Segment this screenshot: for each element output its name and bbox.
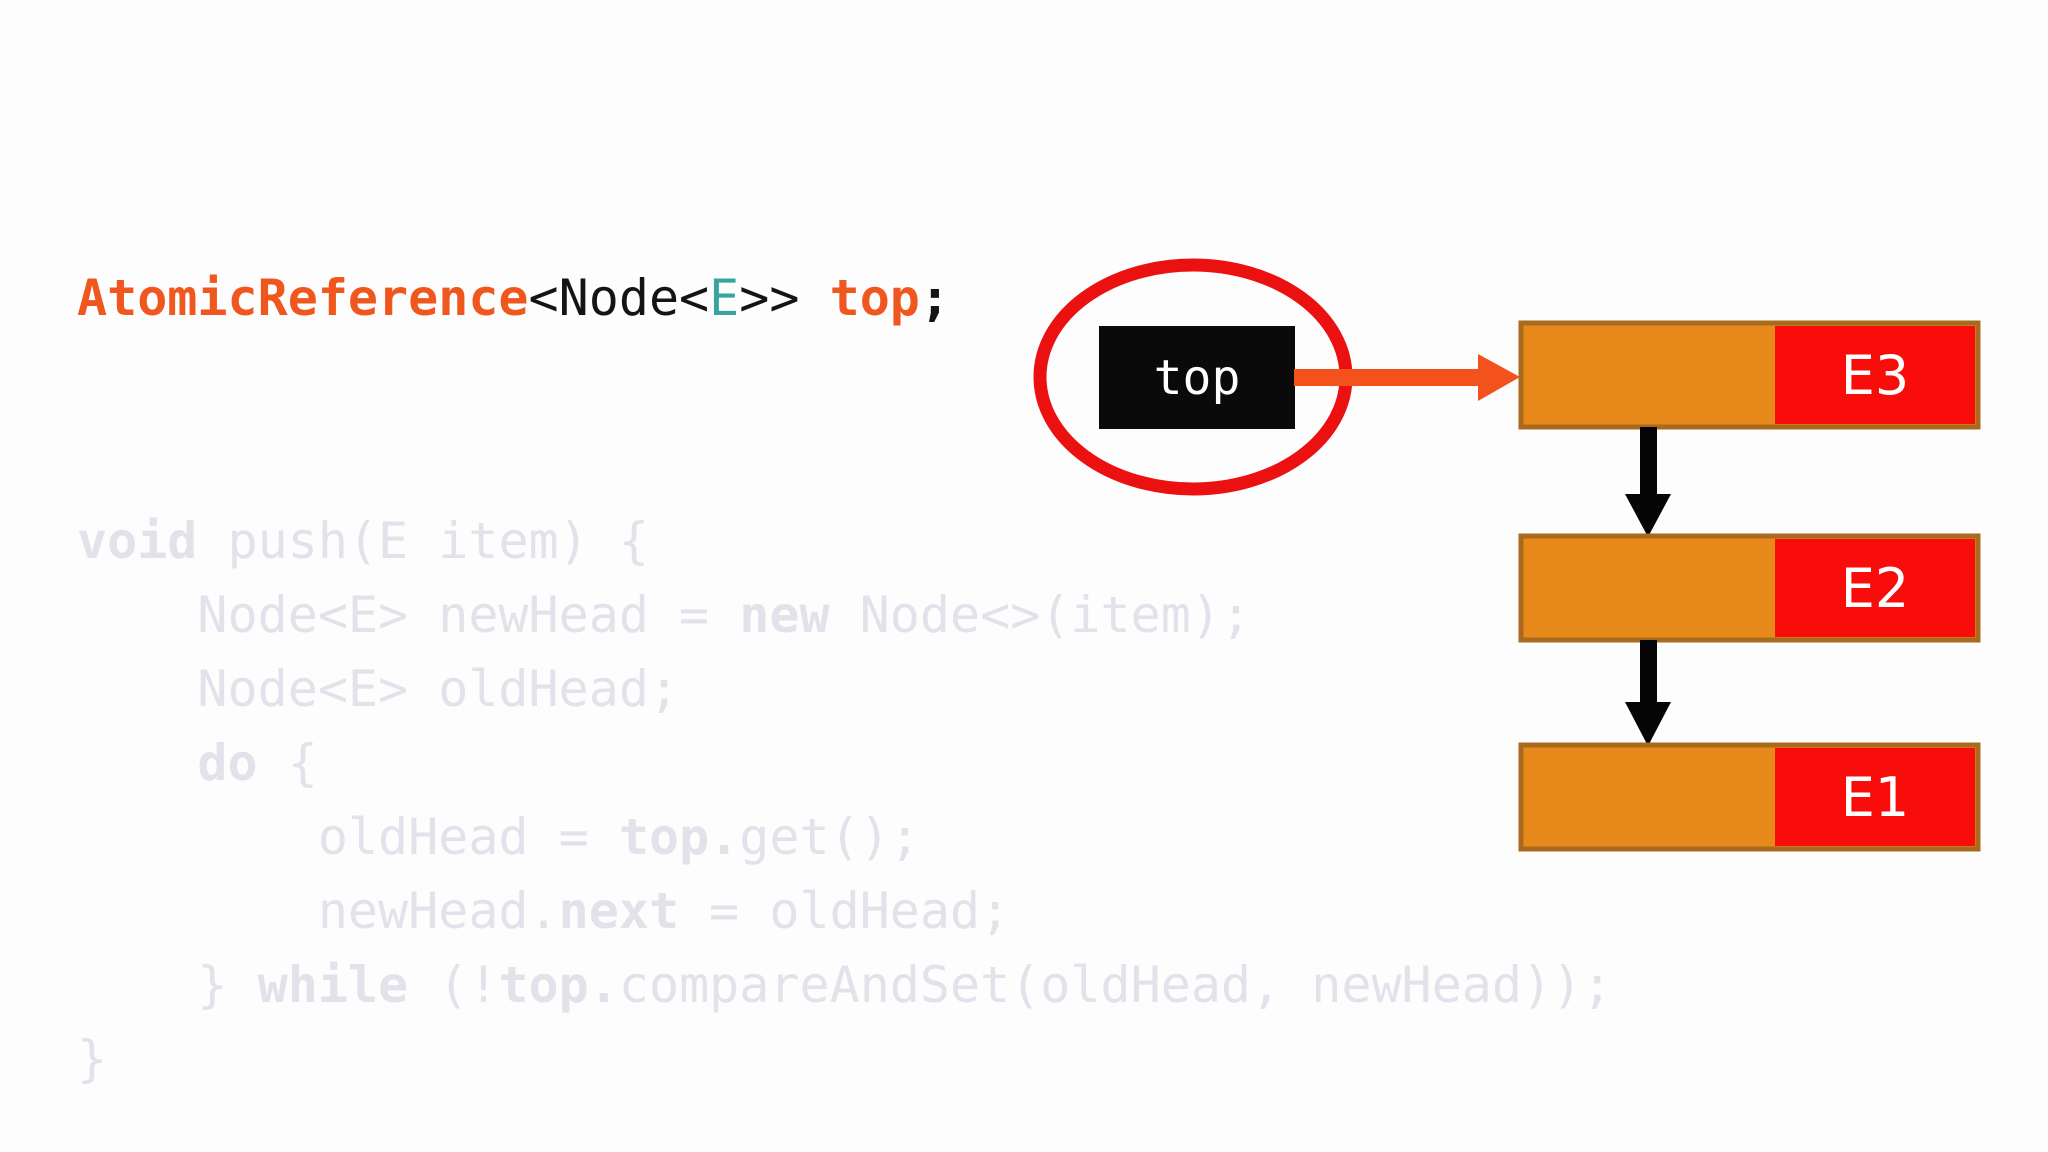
code-segment: new bbox=[739, 586, 830, 644]
next-arrow-e3-e2-head bbox=[1625, 494, 1671, 537]
title-segment: <Node< bbox=[528, 269, 710, 327]
pointer-arrow-head bbox=[1478, 354, 1520, 401]
node-e1-value-cell bbox=[1775, 748, 1975, 846]
code-segment: = oldHead; bbox=[679, 882, 1011, 940]
top-pointer-label: top bbox=[1153, 349, 1241, 406]
code-segment: while bbox=[257, 956, 409, 1014]
node-e3-label: E3 bbox=[1840, 343, 1910, 407]
node-e2-label: E2 bbox=[1840, 556, 1910, 620]
title-segment: top bbox=[829, 269, 920, 327]
code-segment: void bbox=[77, 512, 198, 570]
code-segment: } bbox=[77, 1030, 108, 1088]
next-arrow-e2-e1-head bbox=[1625, 702, 1671, 746]
pointer-arrow-shaft bbox=[1294, 369, 1478, 386]
title-segment: ; bbox=[919, 269, 951, 327]
code-segment: Node<E> oldHead; bbox=[77, 660, 680, 718]
code-segment: Node<>(item); bbox=[829, 586, 1252, 644]
atomic-reference-declaration: AtomicReference<Node<E>> top; bbox=[77, 270, 950, 326]
code-segment: { bbox=[257, 734, 318, 792]
node-e1-label: E1 bbox=[1840, 765, 1910, 829]
title-segment: >> bbox=[739, 269, 830, 327]
code-segment: (! bbox=[408, 956, 499, 1014]
code-segment: next bbox=[558, 882, 680, 940]
code-segment: } bbox=[77, 956, 258, 1014]
code-segment: Node<E> newHead = bbox=[77, 586, 740, 644]
title-segment: AtomicReference bbox=[77, 269, 529, 327]
code-segment: compareAndSet(oldHead, newHead)); bbox=[618, 956, 1613, 1014]
next-arrow-e3-e2-shaft bbox=[1640, 427, 1657, 496]
title-segment: E bbox=[709, 269, 740, 327]
code-segment: get(); bbox=[739, 808, 920, 866]
code-segment: newHead. bbox=[77, 882, 559, 940]
code-segment: top. bbox=[498, 956, 619, 1014]
code-segment: push(E item) { bbox=[197, 512, 649, 570]
code-segment: oldHead = bbox=[77, 808, 619, 866]
node-e3-value-cell bbox=[1775, 326, 1975, 424]
code-segment: top. bbox=[618, 808, 740, 866]
push-method-code: void push(E item) { Node<E> newHead = ne… bbox=[77, 504, 1612, 1096]
code-segment: do bbox=[197, 734, 258, 792]
top-pointer-box bbox=[1099, 326, 1295, 429]
node-e2-value-cell bbox=[1775, 539, 1975, 637]
next-arrow-e2-e1-shaft bbox=[1640, 640, 1657, 704]
